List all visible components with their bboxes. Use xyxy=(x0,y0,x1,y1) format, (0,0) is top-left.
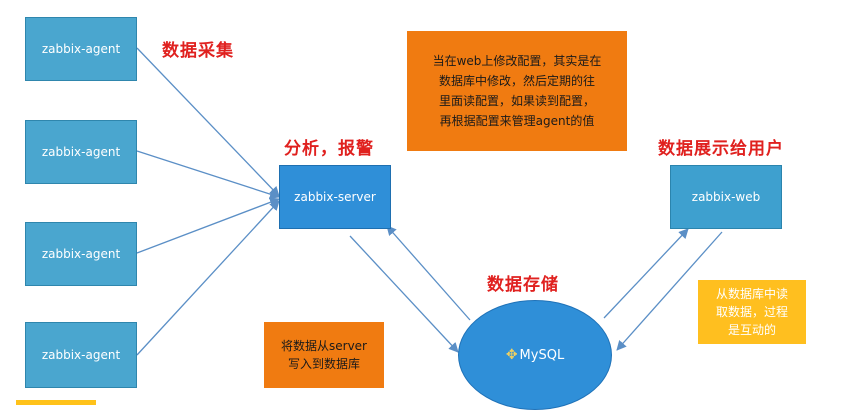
zabbix-server-box: zabbix-server xyxy=(279,165,391,229)
note-line: 从数据库中读 xyxy=(715,287,788,301)
agent-label: zabbix-agent xyxy=(41,247,121,261)
note-line: 当在web上修改配置，其实是在 xyxy=(432,54,602,68)
zabbix-agent-box: zabbix-agent xyxy=(25,322,137,388)
agent3-to-server-arrow xyxy=(136,197,280,254)
zabbix-web-box: zabbix-web xyxy=(670,165,782,229)
heading-display: 数据展示给用户 xyxy=(658,139,784,159)
note-line: 数据库中修改，然后定期的往 xyxy=(438,74,595,88)
note-line: 将数据从server xyxy=(281,339,367,353)
agent-label: zabbix-agent xyxy=(41,348,121,362)
mysql-database: ✥ MySQL xyxy=(458,300,612,410)
heading-collect: 数据采集 xyxy=(162,41,234,61)
mysql-to-web-arrow xyxy=(603,228,689,319)
note-line: 写入到数据库 xyxy=(287,357,360,371)
heading-analyze: 分析，报警 xyxy=(284,139,374,159)
zabbix-agent-box: zabbix-agent xyxy=(25,222,137,286)
agent2-to-server-arrow xyxy=(136,150,280,199)
heading-store: 数据存储 xyxy=(487,275,559,295)
decorative-stripe xyxy=(16,400,96,405)
agent1-to-server-arrow xyxy=(136,47,280,197)
mysql-label: MySQL xyxy=(519,347,565,363)
note-line: 是互动的 xyxy=(727,323,776,337)
note-line: 再根据配置来管理agent的值 xyxy=(439,114,595,128)
server-label: zabbix-server xyxy=(294,190,376,204)
agent-label: zabbix-agent xyxy=(41,42,121,56)
agent4-to-server-arrow xyxy=(136,200,280,356)
note-line: 取数据，过程 xyxy=(715,305,788,319)
config-note: 当在web上修改配置，其实是在 数据库中修改，然后定期的往 里面读配置，如果读到… xyxy=(407,31,627,151)
move-cursor-icon: ✥ xyxy=(505,347,518,363)
write-note: 将数据从server 写入到数据库 xyxy=(264,322,384,388)
web-to-mysql-arrow xyxy=(616,231,723,351)
agent-label: zabbix-agent xyxy=(41,145,121,159)
zabbix-agent-box: zabbix-agent xyxy=(25,120,137,184)
server-to-mysql-arrow xyxy=(349,235,459,353)
zabbix-agent-box: zabbix-agent xyxy=(25,17,137,81)
read-note: 从数据库中读 取数据，过程 是互动的 xyxy=(698,280,806,344)
mysql-to-server-arrow xyxy=(386,225,471,321)
note-line: 里面读配置，如果读到配置， xyxy=(438,94,595,108)
web-label: zabbix-web xyxy=(691,190,761,204)
